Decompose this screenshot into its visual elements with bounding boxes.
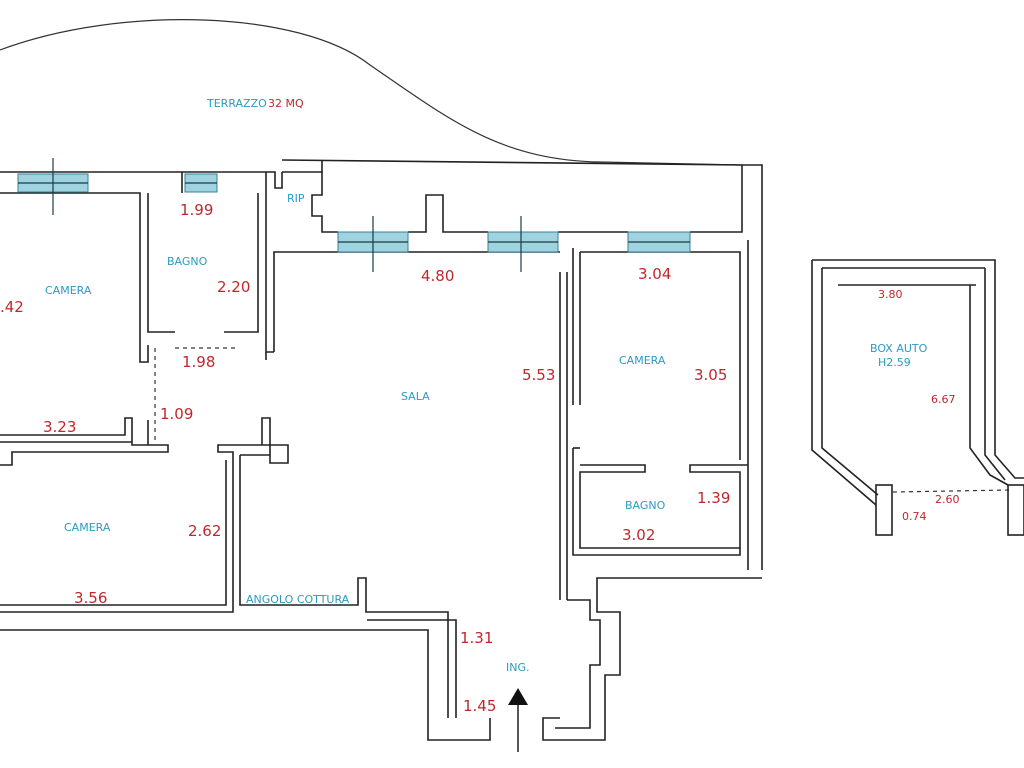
- sala-label: SALA: [401, 390, 430, 403]
- dim-ingresso-depth: 1.31: [460, 629, 493, 647]
- box-auto-walls: [811, 259, 1024, 536]
- windows: [17, 158, 691, 272]
- dim-camera3-width: 3.56: [74, 589, 107, 607]
- dim-box-depth: 6.67: [931, 393, 956, 406]
- angolo-cottura-label: ANGOLO COTTURA: [246, 593, 350, 606]
- box-door-opening: [892, 489, 1011, 493]
- dim-camera2-depth: 3.05: [694, 366, 727, 384]
- dim-sala-depth: 5.53: [522, 366, 555, 384]
- dim-bagno2-width: 3.02: [622, 526, 655, 544]
- ingresso-label: ING.: [506, 661, 530, 674]
- dim-camera3-depth: 2.62: [188, 522, 221, 540]
- dim-corridor-depth: 1.09: [160, 405, 193, 423]
- dim-bagno1-width: 1.99: [180, 201, 213, 219]
- dim-camera2-width: 3.04: [638, 265, 671, 283]
- camera-3-label: CAMERA: [64, 521, 111, 534]
- outer-walls: [0, 159, 763, 741]
- dim-box-door-side: 0.74: [902, 510, 927, 523]
- dim-bagno2-depth: 1.39: [697, 489, 730, 507]
- box-height-label: H2.59: [878, 356, 911, 369]
- dim-bagno1-depth: 2.20: [217, 278, 250, 296]
- terrace-outline: [0, 19, 741, 166]
- dim-camera1-depth: .42: [0, 298, 24, 316]
- bagno-1-label: BAGNO: [167, 255, 208, 268]
- bagno-2-label: BAGNO: [625, 499, 666, 512]
- dim-camera1-width: 3.23: [43, 418, 76, 436]
- rip-label: RIP: [287, 192, 305, 205]
- terrazzo-area-label: 32 MQ: [268, 97, 304, 110]
- dim-ingresso-width: 1.45: [463, 697, 496, 715]
- camera-1-label: CAMERA: [45, 284, 92, 297]
- dim-sala-width: 4.80: [421, 267, 454, 285]
- dim-corridor-width: 1.98: [182, 353, 215, 371]
- dim-box-width: 3.80: [878, 288, 903, 301]
- terrazzo-label: TERRAZZO: [206, 97, 267, 110]
- box-auto-label: BOX AUTO: [870, 342, 928, 355]
- entrance-arrow-icon: [508, 688, 528, 752]
- camera-2-label: CAMERA: [619, 354, 666, 367]
- dim-box-door: 2.60: [935, 493, 960, 506]
